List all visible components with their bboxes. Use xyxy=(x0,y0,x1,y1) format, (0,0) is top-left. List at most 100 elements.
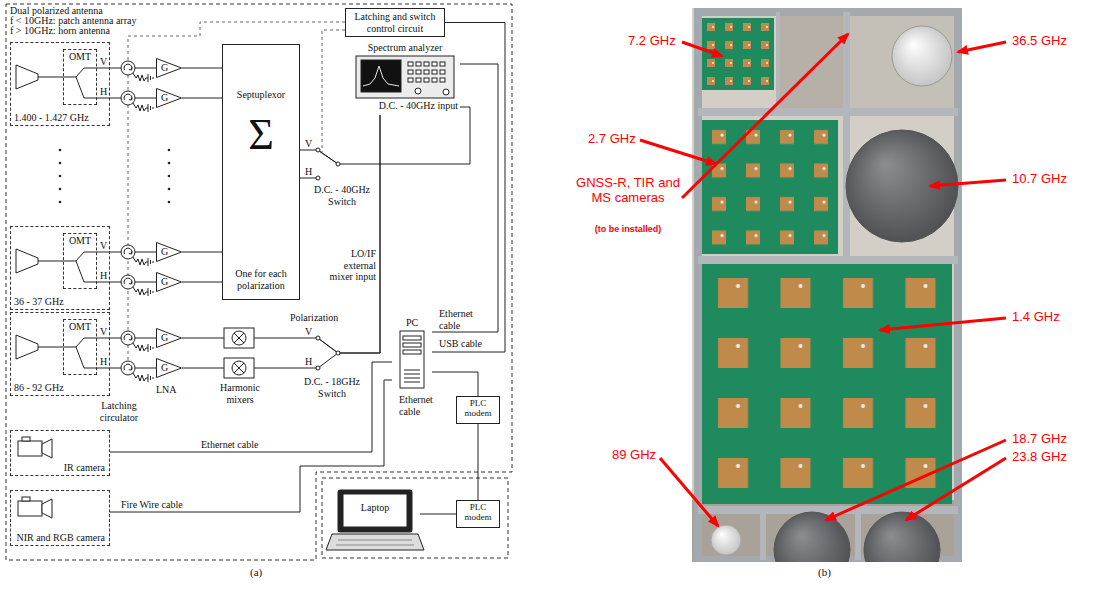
node-text: OMT xyxy=(64,235,96,247)
radiometer-photo xyxy=(698,256,958,264)
load-resistor xyxy=(133,73,153,82)
amplifier-outline xyxy=(156,58,182,78)
cable-label: Ethernet cable xyxy=(438,308,496,331)
amplifier-outline xyxy=(156,358,182,378)
antenna-wire xyxy=(300,178,318,179)
node-text: OMT xyxy=(64,51,96,63)
annotation-label: H xyxy=(100,270,107,282)
annotation-label: f > 10GHz: horn antenna xyxy=(10,26,110,36)
band-region: 1.400 - 1.427 GHzOMT xyxy=(10,42,110,126)
annotation-label: V xyxy=(100,56,107,68)
radiometer-photo xyxy=(850,16,954,108)
amplifier-triangle: G xyxy=(156,272,182,292)
signal-wire xyxy=(420,514,456,515)
spectrum-analyzer-icon xyxy=(363,66,399,86)
annotation-label: H xyxy=(100,86,107,98)
amplifier-outline xyxy=(157,89,182,108)
latching-circulator xyxy=(124,278,132,284)
signal-wire xyxy=(110,380,392,512)
signal-wire xyxy=(432,372,478,396)
omt-box: OMT xyxy=(63,49,97,105)
latching-circulator xyxy=(121,275,135,289)
camera-icon xyxy=(42,439,52,458)
frequency-callout: 7.2 GHz xyxy=(628,34,676,49)
amplifier-outline xyxy=(157,359,182,378)
analyzer-spacer xyxy=(352,54,458,100)
annotation-label: f < 10GHz: patch antenna array xyxy=(10,16,136,26)
horn-antenna xyxy=(16,65,38,359)
radiometer-photo xyxy=(702,264,952,504)
control-line xyxy=(322,30,345,152)
callout-arrow xyxy=(930,180,1006,186)
annotation-label: LNA xyxy=(156,384,177,396)
amplifier-outline xyxy=(157,273,182,292)
node-text: G xyxy=(156,358,182,378)
harmonic-mixer xyxy=(224,328,254,348)
camera-icon xyxy=(22,437,30,441)
rf-switch xyxy=(316,366,320,370)
antenna-wire xyxy=(63,338,97,368)
amplifier-triangle: G xyxy=(156,58,182,78)
antenna-wire xyxy=(63,68,97,98)
signal-wire xyxy=(182,252,222,253)
radiometer-photo xyxy=(702,120,838,254)
horn-antenna xyxy=(16,65,38,89)
signal-wire xyxy=(478,424,479,500)
omt-box: OMT xyxy=(63,319,97,375)
radiometer-photo xyxy=(698,108,958,116)
camera-icon xyxy=(18,437,52,518)
rf-switch xyxy=(316,336,320,340)
radiometer-photo xyxy=(864,512,940,562)
node-text: G xyxy=(156,272,182,292)
continuation-dots xyxy=(168,175,171,178)
annotation-label: H xyxy=(100,356,107,368)
spectrum-analyzer-icon xyxy=(432,62,437,66)
harmonic-mixer xyxy=(232,361,246,375)
pc-tower: PC xyxy=(392,316,432,390)
latching-circulator xyxy=(121,331,135,345)
load-resistor xyxy=(133,373,153,382)
spectrum-analyzer-icon xyxy=(443,89,449,95)
modem-box: PLC modem xyxy=(456,396,500,424)
amplifier-outline xyxy=(157,243,182,262)
rf-switch xyxy=(320,339,339,353)
harmonic-mixer xyxy=(234,333,244,343)
radiometer-photo xyxy=(855,514,861,560)
node-text: NIR and RGB camera xyxy=(16,532,105,544)
spectrum-analyzer-icon xyxy=(408,62,413,66)
pc-icon xyxy=(400,331,424,388)
frequency-callout: 1.4 GHz xyxy=(1012,310,1060,325)
annotation-label: (b) xyxy=(818,566,831,579)
latching-circulator xyxy=(124,364,132,370)
harmonic-mixer xyxy=(234,363,244,373)
radiometer-photo xyxy=(780,16,843,108)
node-text: 36 - 37 GHz xyxy=(14,296,106,308)
annotation-label: (a) xyxy=(250,566,262,579)
laptop-icon xyxy=(326,490,424,550)
spectrum-analyzer-icon xyxy=(432,78,437,82)
band-region: 86 - 92 GHzOMT xyxy=(10,312,110,396)
callout-arrow xyxy=(682,34,848,198)
continuation-dots xyxy=(168,162,171,165)
pc-icon xyxy=(403,343,421,347)
amplifier-triangle: G xyxy=(156,242,182,262)
latching-circulator xyxy=(124,248,132,254)
spectrum-analyzer-icon xyxy=(424,78,429,82)
radiometer-photo xyxy=(774,512,850,562)
modem-box: PLC modem xyxy=(456,500,500,528)
callout-arrow xyxy=(682,42,722,56)
cable-label: USB cable xyxy=(438,338,483,350)
rf-switch xyxy=(320,151,339,164)
spectrum-analyzer-icon xyxy=(408,62,449,95)
cable-label: Fire Wire cable xyxy=(120,499,184,511)
continuation-dots xyxy=(59,188,62,191)
node-text: Septuplexor xyxy=(237,89,285,101)
camera-box: NIR and RGB camera xyxy=(10,490,110,546)
node-text: Σ xyxy=(248,113,274,157)
radiometer-photo xyxy=(711,525,741,555)
node-text: G xyxy=(156,58,182,78)
latching-circulator xyxy=(121,91,135,105)
signal-wire xyxy=(182,68,222,69)
spectrum-analyzer-icon xyxy=(424,70,429,74)
node-text: PLC modem xyxy=(459,503,497,523)
